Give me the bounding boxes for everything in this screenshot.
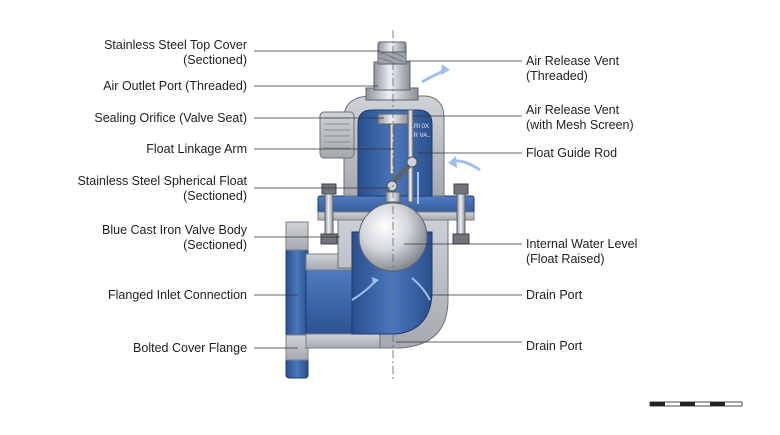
leader-lines-right	[396, 60, 522, 343]
label-top-cover: Stainless Steel Top Cover(Sectioned)	[104, 38, 247, 67]
scale-bar	[649, 401, 743, 407]
label-inlet-connection: Flanged Inlet Connection	[108, 288, 247, 302]
body-lettering-1: ARI 0X	[410, 124, 429, 130]
flange-bolt-left	[320, 183, 338, 245]
threaded-side-port	[319, 111, 355, 159]
label-float-linkage-arm: Float Linkage Arm	[146, 142, 247, 156]
label-sealing-orifice: Sealing Orifice (Valve Seat)	[94, 111, 247, 125]
label-guide-rod: Float Guide Rod	[526, 146, 618, 160]
leader-lines-left	[254, 50, 394, 349]
label-cover-flange: Bolted Cover Flange	[133, 341, 247, 355]
label-vent-mesh: Air Release Vent(with Mesh Screen)	[526, 103, 634, 132]
body-lettering-2: AIR VA..	[408, 133, 431, 139]
label-spherical-float: Stainless Steel Spherical Float(Sectione…	[77, 174, 247, 203]
label-drain-port-1: Drain Port	[526, 288, 583, 302]
label-drain-port-2: Drain Port	[526, 339, 583, 353]
top-cover	[365, 41, 419, 101]
mesh-screen	[377, 49, 407, 65]
label-air-outlet-port: Air Outlet Port (Threaded)	[103, 79, 247, 93]
guide-rod	[407, 109, 414, 203]
label-water-level: Internal Water Level(Float Raised)	[526, 237, 638, 266]
label-valve-body: Blue Cast Iron Valve Body(Sectioned)	[102, 223, 247, 252]
label-vent-threaded: Air Release Vent(Threaded)	[526, 54, 620, 83]
